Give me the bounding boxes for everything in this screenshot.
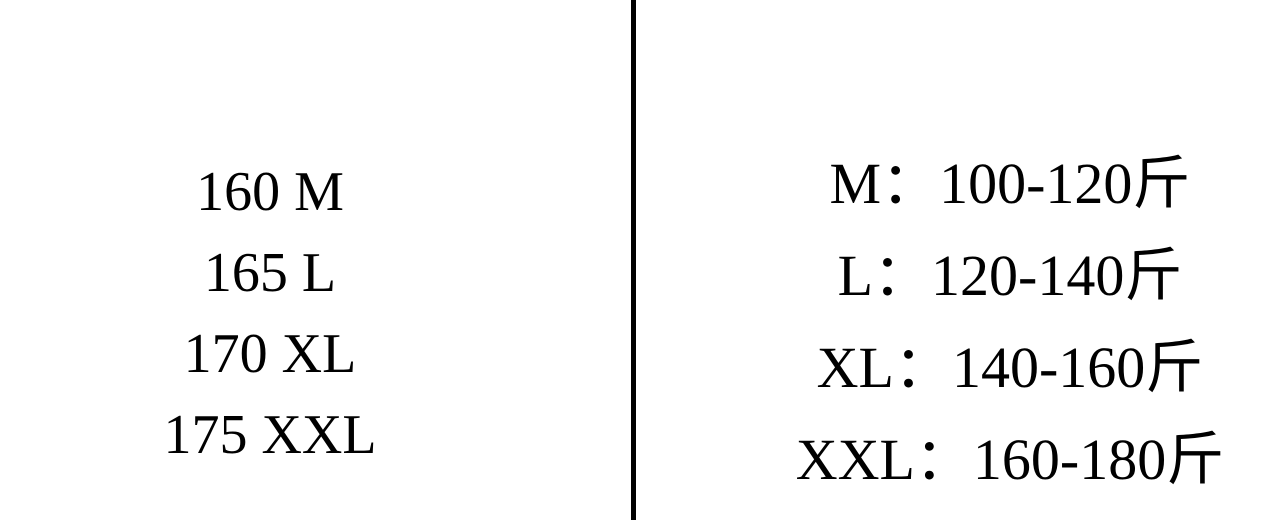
height-size-item: 175 XXL (163, 404, 377, 466)
height-size-item: 170 XL (183, 323, 357, 385)
weight-size-item: L：120-140斤 (837, 243, 1183, 308)
weight-size-item: M：100-120斤 (829, 151, 1191, 216)
height-size-item: 165 L (203, 242, 337, 304)
height-size-item: 160 M (196, 161, 344, 223)
weight-size-item: XL：140-160斤 (816, 335, 1204, 400)
weight-size-item: XXL：160-180斤 (795, 427, 1225, 492)
vertical-divider (631, 0, 636, 520)
height-size-list: 160 M 165 L 170 XL 175 XXL (0, 152, 540, 476)
weight-size-list: M：100-120斤 L：120-140斤 XL：140-160斤 XXL：16… (760, 138, 1260, 506)
